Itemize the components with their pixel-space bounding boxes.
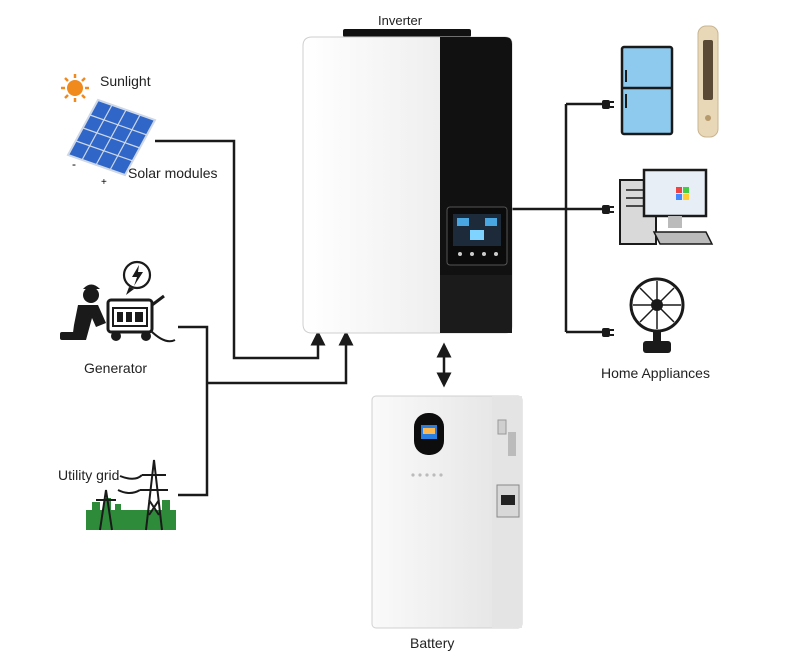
inverter-unit — [302, 29, 513, 334]
connection-lines — [155, 102, 604, 497]
fridge-icon — [620, 45, 674, 136]
solar-line — [155, 139, 326, 360]
ac-input-line — [207, 330, 354, 385]
utility-grid-label: Utility grid — [58, 467, 120, 483]
generator-label: Generator — [84, 360, 148, 376]
svg-text:+: + — [101, 177, 107, 188]
plug-icon — [602, 100, 614, 337]
generator-line — [178, 325, 209, 383]
solar-panel-icon: - + — [66, 98, 157, 188]
sun-icon — [61, 74, 89, 102]
grid-line — [178, 383, 209, 497]
battery-label: Battery — [410, 635, 455, 651]
fan-icon — [629, 277, 685, 353]
home-appliances-label: Home Appliances — [601, 365, 710, 381]
air-conditioner-icon — [697, 25, 719, 138]
lightning-icon — [122, 260, 152, 295]
svg-text:-: - — [72, 157, 76, 171]
sunlight-label: Sunlight — [100, 73, 151, 89]
generator-icon — [60, 284, 176, 343]
computer-icon — [619, 168, 714, 245]
battery-unit — [371, 395, 523, 629]
inverter-label: Inverter — [378, 13, 423, 28]
solar-modules-label: Solar modules — [128, 165, 218, 181]
utility-tower-icon — [86, 459, 176, 531]
